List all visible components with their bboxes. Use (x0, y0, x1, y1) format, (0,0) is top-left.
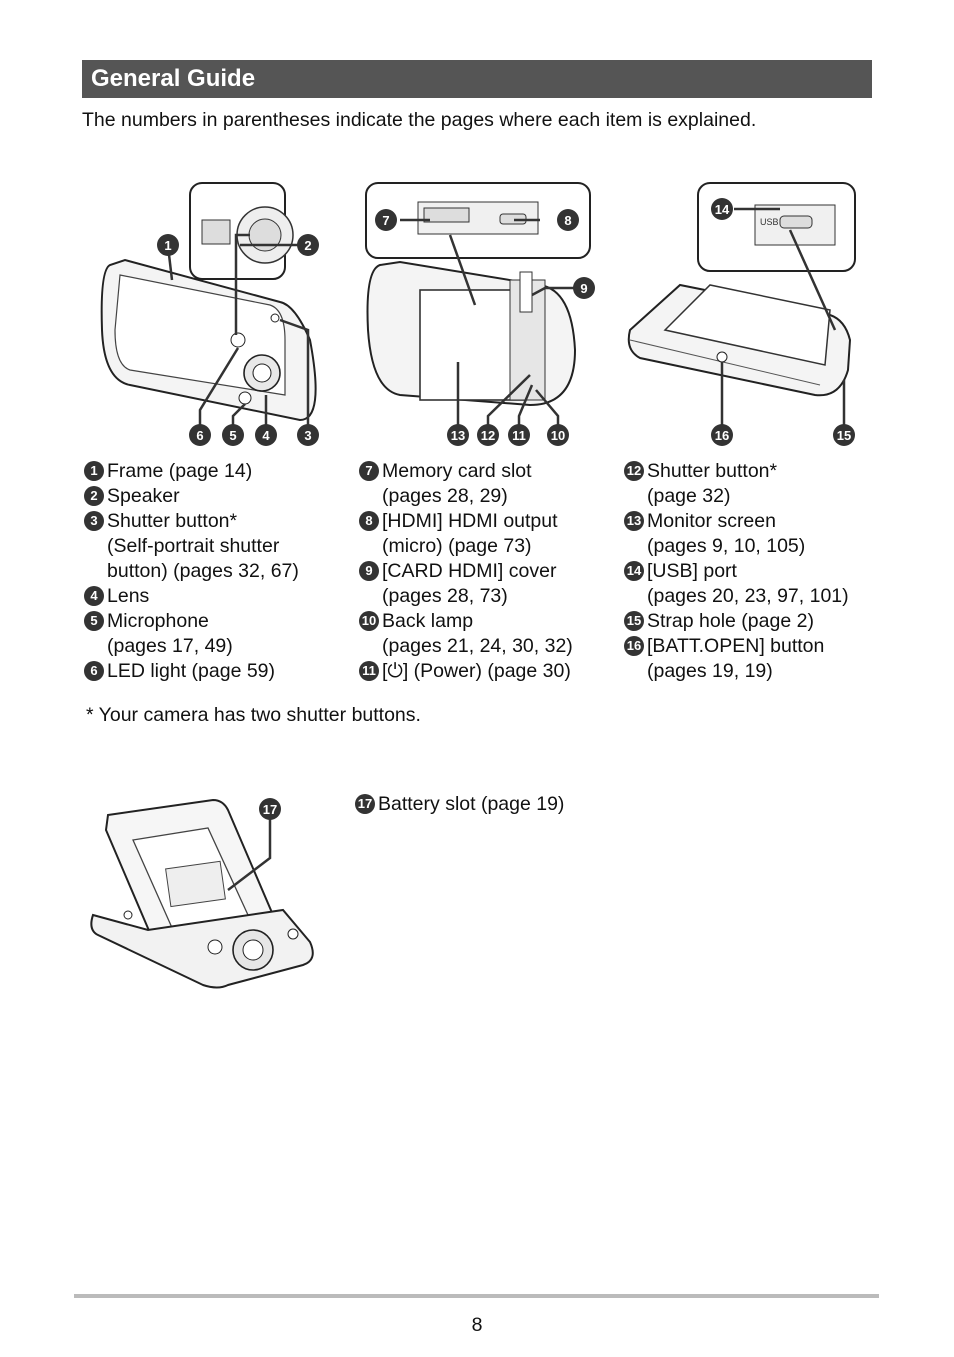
item-text: [CARD HDMI] cover (pages 28, 73) (382, 560, 557, 607)
item-number: 15 (624, 611, 644, 631)
item-number: 12 (624, 461, 644, 481)
item-text: Microphone (pages 17, 49) (107, 610, 233, 657)
svg-text:13: 13 (451, 428, 465, 443)
page-number: 8 (471, 1314, 483, 1336)
item-number: 2 (84, 486, 104, 506)
svg-text:12: 12 (481, 428, 495, 443)
svg-text:7: 7 (382, 213, 389, 228)
item-number: 16 (624, 636, 644, 656)
item-text: Shutter button* (page 32) (647, 460, 778, 507)
callout-4: 4 (255, 424, 277, 446)
item-text: LED light (page 59) (107, 660, 276, 682)
callout-11: 11 (508, 424, 530, 446)
item-number: 7 (359, 461, 379, 481)
svg-text:3: 3 (304, 428, 311, 443)
item-text: [USB] port (pages 20, 23, 97, 101) (647, 560, 849, 607)
svg-text:10: 10 (551, 428, 565, 443)
item-number: 1 (84, 461, 104, 481)
callout-15: 15 (833, 424, 855, 446)
callout-12: 12 (477, 424, 499, 446)
callout-8: 8 (557, 209, 579, 231)
item-number: 5 (84, 611, 104, 631)
callout-13: 13 (447, 424, 469, 446)
usb-port-label: USB (760, 217, 779, 227)
camera-monitor-illustration: 7 8 9 13 12 11 10 (360, 180, 605, 450)
callout-10: 10 (547, 424, 569, 446)
item-text: [BATT.OPEN] button (pages 19, 19) (647, 635, 825, 682)
camera-battery-illustration: 17 (88, 790, 323, 1000)
item-number: 4 (84, 586, 104, 606)
item-text: Frame (page 14) (107, 460, 253, 482)
item-text: Monitor screen (pages 9, 10, 105) (647, 510, 806, 557)
legend-item: 8[HDMI] HDMI output (micro) (page 73) (359, 509, 573, 559)
svg-text:11: 11 (512, 428, 526, 443)
svg-text:8: 8 (564, 213, 571, 228)
camera-front-illustration: 1 2 6 5 4 3 (90, 180, 340, 450)
legend-item: 14[USB] port (pages 20, 23, 97, 101) (624, 559, 849, 609)
svg-text:15: 15 (837, 428, 851, 443)
svg-text:1: 1 (164, 238, 171, 253)
item-number: 11 (359, 661, 379, 681)
svg-text:4: 4 (262, 428, 270, 443)
camera-usb-illustration: USB 14 16 15 (620, 180, 865, 450)
item-number: 17 (355, 794, 375, 814)
svg-text:6: 6 (196, 428, 203, 443)
item-number: 9 (359, 561, 379, 581)
item-text: Battery slot (page 19) (378, 793, 565, 815)
svg-text:2: 2 (304, 238, 311, 253)
section-title: General Guide (82, 60, 872, 98)
callout-14: 14 (711, 198, 733, 220)
callout-7: 7 (375, 209, 397, 231)
callout-1: 1 (157, 234, 179, 256)
item-text: Strap hole (page 2) (647, 610, 814, 632)
callout-3: 3 (297, 424, 319, 446)
legend-item: 16[BATT.OPEN] button (pages 19, 19) (624, 634, 849, 684)
footer-divider (74, 1294, 879, 1298)
item-number: 6 (84, 661, 104, 681)
item-text: [HDMI] HDMI output (micro) (page 73) (382, 510, 558, 557)
item-number: 14 (624, 561, 644, 581)
item-number: 13 (624, 511, 644, 531)
callout-17: 17 (259, 798, 281, 820)
item-text: Back lamp (pages 21, 24, 30, 32) (382, 610, 573, 657)
callout-5: 5 (222, 424, 244, 446)
footnote: * Your camera has two shutter buttons. (86, 704, 421, 726)
item-number: 10 (359, 611, 379, 631)
svg-text:16: 16 (715, 428, 729, 443)
item-text: Memory card slot (pages 28, 29) (382, 460, 532, 507)
svg-text:17: 17 (263, 802, 277, 817)
legend-item: 11[⏻] (Power) (page 30) (359, 659, 573, 684)
item-text: Shutter button* (Self-portrait shutter b… (107, 510, 299, 582)
callout-16: 16 (711, 424, 733, 446)
intro-text: The numbers in parentheses indicate the … (82, 109, 757, 131)
callout-6: 6 (189, 424, 211, 446)
legend-item: 9[CARD HDMI] cover (pages 28, 73) (359, 559, 573, 609)
item-text: Speaker (107, 485, 180, 507)
svg-text:14: 14 (715, 202, 730, 217)
svg-text:5: 5 (229, 428, 236, 443)
callout-9: 9 (573, 277, 595, 299)
item-number: 8 (359, 511, 379, 531)
item-text: Lens (107, 585, 150, 607)
svg-text:9: 9 (580, 281, 587, 296)
callout-2: 2 (297, 234, 319, 256)
item-number: 3 (84, 511, 104, 531)
item-text: [⏻] (Power) (page 30) (382, 660, 571, 682)
